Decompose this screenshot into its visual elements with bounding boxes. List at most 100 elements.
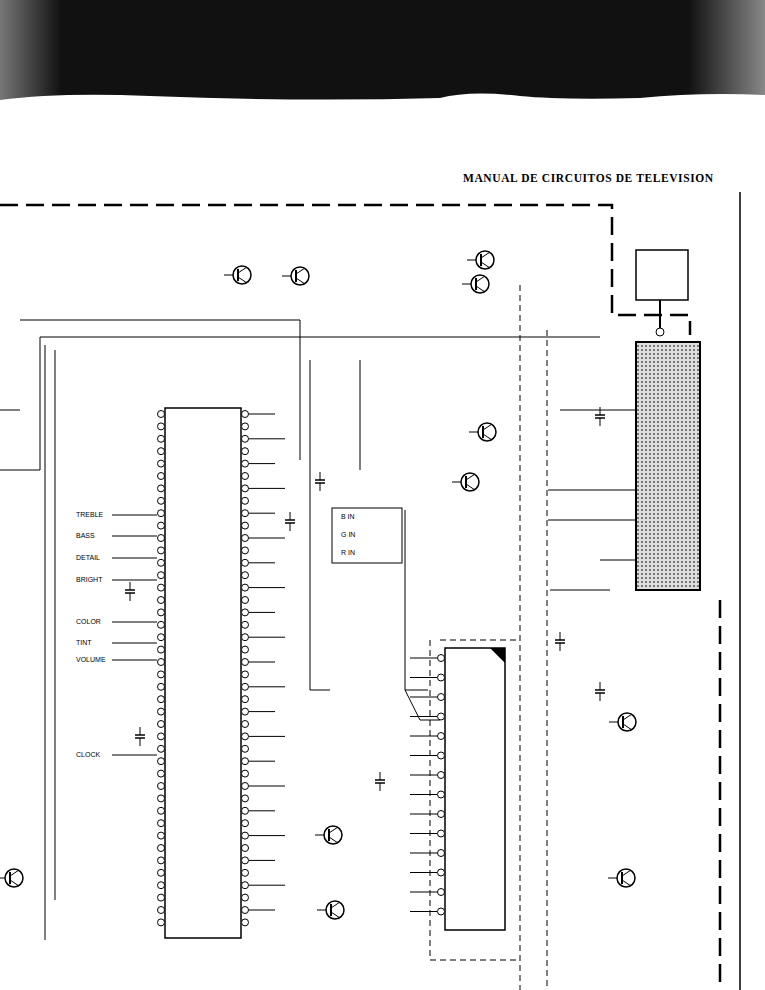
- ic-pin: [242, 411, 249, 418]
- capacitor-symbol: [600, 682, 601, 690]
- signal-name: CLOCK: [75, 751, 101, 759]
- board-boundary: [719, 600, 722, 990]
- pin-wire: [112, 660, 157, 661]
- ic-pin: [438, 752, 445, 759]
- pin-wire: [112, 536, 157, 537]
- transistor-symbol: [233, 266, 251, 284]
- signal-name: B IN: [340, 513, 356, 521]
- transistor-symbol: [10, 870, 19, 876]
- ic-pin: [242, 733, 249, 740]
- ic-pin: [158, 584, 165, 591]
- ic-pin: [158, 460, 165, 467]
- transistor-symbol: [622, 716, 624, 728]
- capacitor-symbol: [600, 418, 601, 426]
- transistor-symbol: [329, 837, 338, 843]
- pin-wire: [410, 853, 437, 854]
- pin-wire: [282, 276, 291, 277]
- ic-pin: [242, 683, 249, 690]
- ic-pin: [242, 559, 249, 566]
- ic-pin: [242, 820, 249, 827]
- capacitor-symbol: [600, 693, 601, 701]
- transistor-symbol: [296, 268, 305, 274]
- pin-wire: [410, 911, 437, 912]
- ic-pin: [158, 485, 165, 492]
- ic-pin: [242, 894, 249, 901]
- board-boundary: [440, 640, 520, 641]
- ic-pin: [158, 795, 165, 802]
- ic-pin: [158, 497, 165, 504]
- transistor-symbol: [483, 424, 492, 430]
- capacitor-symbol: [560, 643, 561, 651]
- ic-pin: [242, 572, 249, 579]
- transistor-symbol: [5, 869, 23, 887]
- ic-pin: [158, 758, 165, 765]
- transistor-symbol: [622, 880, 631, 886]
- wire: [40, 337, 600, 338]
- wire: [548, 520, 636, 521]
- pin-wire: [112, 755, 157, 756]
- ic-pin: [438, 655, 445, 662]
- ic-pin: [158, 535, 165, 542]
- transistor-symbol: [237, 269, 239, 281]
- ic-pin: [242, 510, 249, 517]
- pin-wire: [410, 755, 437, 756]
- ic-pin: [158, 621, 165, 628]
- transistor-symbol: [238, 277, 247, 283]
- transistor-symbol: [617, 869, 635, 887]
- ic-pin: [158, 609, 165, 616]
- pin-wire: [249, 414, 275, 415]
- ic-pin: [242, 696, 249, 703]
- pin-wire: [410, 736, 437, 737]
- transistor-symbol: [326, 901, 344, 919]
- ic-pin: [438, 733, 445, 740]
- transistor-symbol: [621, 872, 623, 884]
- transistor-symbol: [481, 252, 490, 258]
- transistor-symbol: [461, 473, 479, 491]
- scan-shadow: [0, 0, 765, 100]
- capacitor-symbol: [380, 783, 381, 791]
- pin-wire: [249, 438, 285, 439]
- pin-wire: [249, 513, 275, 514]
- pin-wire: [410, 814, 437, 815]
- ic-pin: [242, 597, 249, 604]
- ic-pin: [438, 889, 445, 896]
- pin-wire: [112, 515, 157, 516]
- signal-name: G IN: [340, 531, 356, 539]
- page-header: MANUAL DE CIRCUITOS DE TELEVISION: [463, 172, 714, 185]
- pin-wire: [249, 711, 275, 712]
- transistor-symbol: [466, 474, 475, 480]
- wire: [0, 337, 40, 470]
- cable: [659, 300, 661, 328]
- transistor-symbol: [291, 267, 309, 285]
- ic-pin: [242, 584, 249, 591]
- ic-pin: [242, 869, 249, 876]
- wire: [0, 410, 20, 411]
- ic-pin: [158, 411, 165, 418]
- ic-pin: [158, 894, 165, 901]
- ic-pin: [438, 674, 445, 681]
- transistor-symbol: [330, 904, 332, 916]
- ic-pin: [158, 696, 165, 703]
- transistor-symbol: [622, 870, 631, 876]
- transistor-symbol: [331, 902, 340, 908]
- transistor-symbol: [476, 251, 494, 269]
- pin-wire: [249, 662, 275, 663]
- pin-wire: [249, 562, 275, 563]
- ic-pin: [158, 857, 165, 864]
- ic-pin: [158, 671, 165, 678]
- ic-pin: [158, 448, 165, 455]
- transistor-symbol: [296, 278, 305, 284]
- wire: [405, 690, 440, 720]
- ic-pin: [158, 882, 165, 889]
- signal-name: VOLUME: [75, 656, 107, 664]
- ic-body: [165, 408, 241, 938]
- pin-wire: [249, 736, 285, 737]
- pin-wire: [249, 885, 285, 886]
- board-boundary: [0, 205, 690, 335]
- capacitor-symbol: [320, 472, 321, 480]
- capacitor-symbol: [130, 582, 131, 590]
- ic-pin: [158, 783, 165, 790]
- transistor-symbol: [476, 276, 485, 282]
- ic-body: [332, 508, 402, 563]
